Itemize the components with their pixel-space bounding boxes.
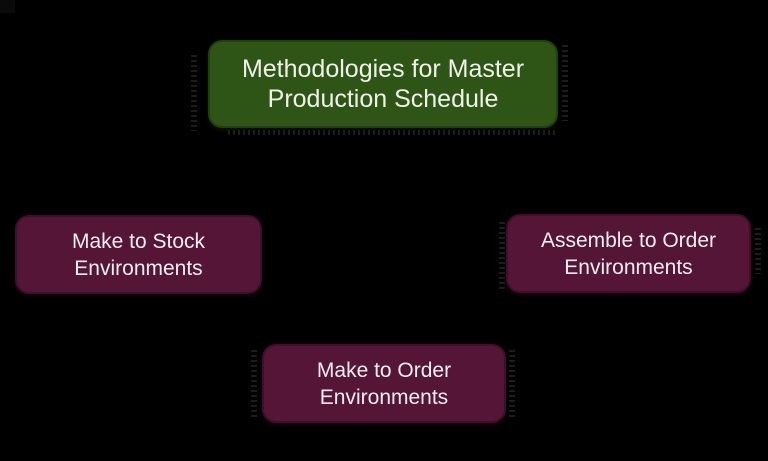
title-line-2: Production Schedule bbox=[267, 85, 499, 113]
corner-artifact bbox=[0, 0, 15, 13]
node-make-to-order: Make to Order Environments bbox=[262, 344, 506, 423]
watermark-microtext bbox=[251, 350, 257, 420]
watermark-microtext bbox=[562, 45, 568, 121]
watermark-microtext bbox=[755, 228, 761, 274]
node-label-line: Make to Stock bbox=[71, 229, 206, 253]
title-line-1: Methodologies for Master bbox=[241, 55, 525, 83]
watermark-microtext bbox=[509, 350, 515, 420]
node-label-line: Environments bbox=[319, 385, 449, 409]
node-label-line: Environments bbox=[564, 255, 693, 279]
node-methodologies-title: Methodologies for Master Production Sche… bbox=[208, 40, 558, 128]
watermark-microtext bbox=[191, 55, 197, 131]
watermark-microtext bbox=[499, 222, 505, 292]
node-make-to-stock: Make to Stock Environments bbox=[15, 215, 262, 294]
watermark-microtext bbox=[228, 130, 558, 135]
node-assemble-to-order: Assemble to Order Environments bbox=[506, 214, 751, 293]
node-label-line: Make to Order bbox=[316, 358, 452, 382]
node-label-line: Assemble to Order bbox=[540, 228, 717, 252]
node-label-line: Environments bbox=[74, 256, 203, 280]
